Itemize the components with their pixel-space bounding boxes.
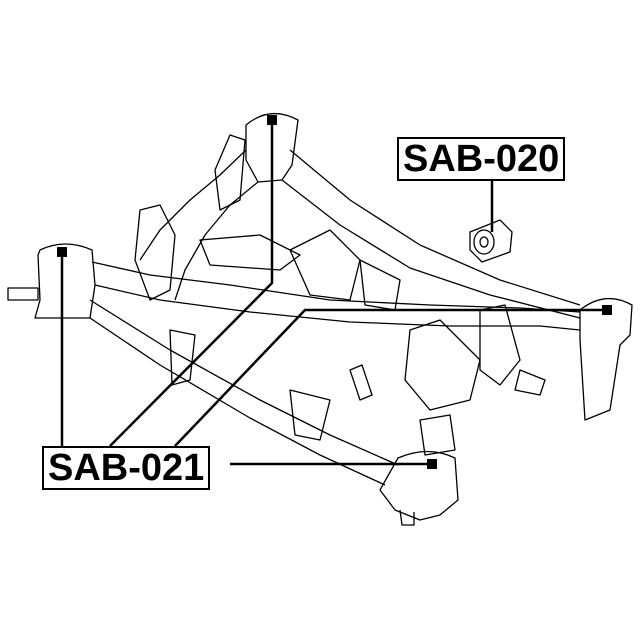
left-mount — [34, 243, 96, 319]
lower-mount — [379, 450, 459, 521]
part-label-sab-020: SAB-020 — [397, 137, 566, 181]
right-mount — [579, 298, 633, 421]
marker-top-mount — [267, 115, 277, 125]
marker-left-mount — [57, 247, 67, 257]
marker-lower-mount — [427, 459, 437, 469]
marker-right-mount — [602, 305, 612, 315]
top-mount — [245, 113, 299, 183]
mount-point-markers — [57, 115, 612, 469]
bushing-sab-020 — [469, 219, 513, 263]
leader-lines — [60, 120, 607, 466]
part-label-sab-021: SAB-021 — [42, 446, 211, 490]
